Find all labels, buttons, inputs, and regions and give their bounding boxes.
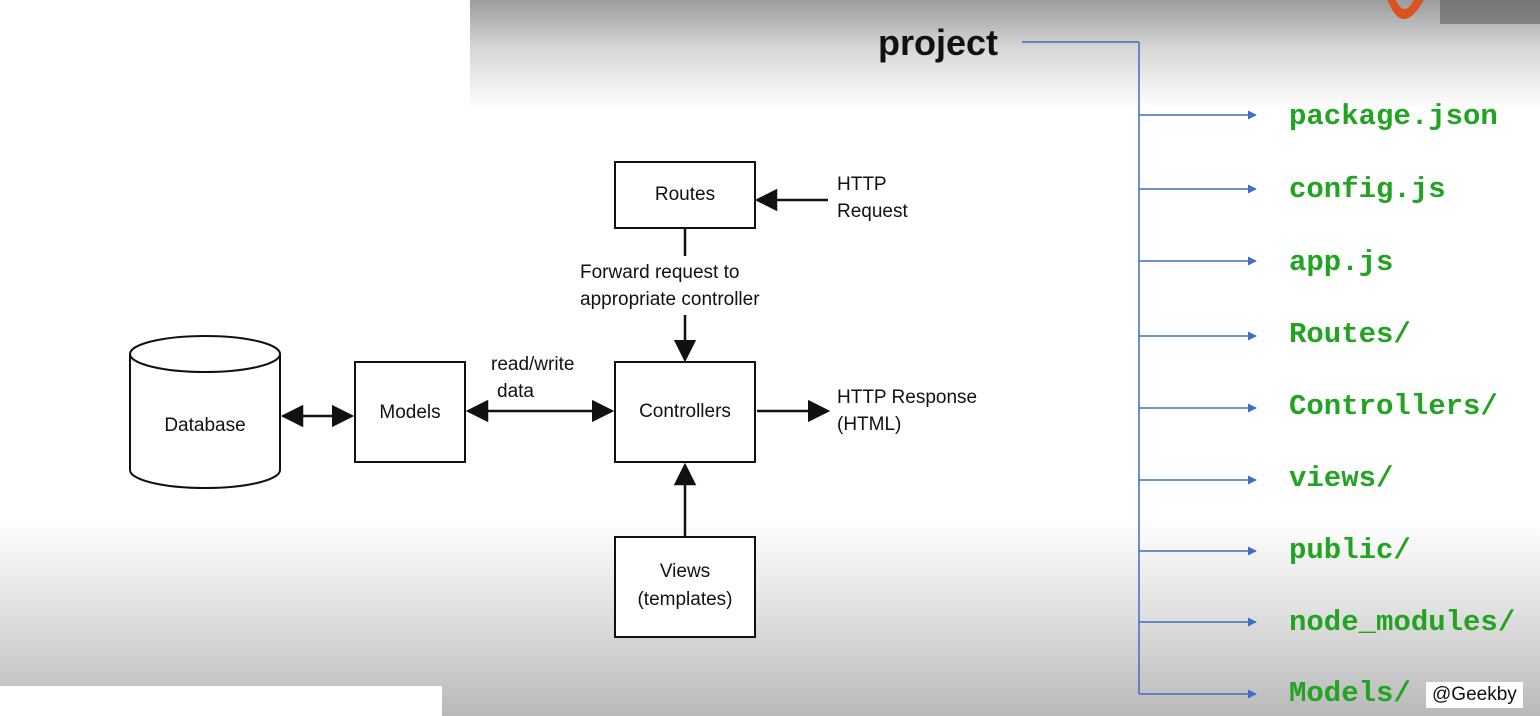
tree-item-public: public/: [1289, 534, 1411, 567]
views-box: [614, 536, 756, 638]
project-root-title: project: [878, 22, 999, 63]
watermark-label: @Geekby: [1426, 682, 1523, 708]
readwrite-label-line1: read/write: [491, 354, 574, 375]
routes-label: Routes: [655, 184, 715, 205]
database-label: Database: [164, 415, 245, 436]
http-request-label-line1: HTTP: [837, 174, 887, 195]
views-label-line2: (templates): [637, 589, 732, 610]
tree-item-views: views/: [1289, 462, 1394, 495]
tree-item-routes: Routes/: [1289, 318, 1411, 351]
bottom-left-blank: [0, 686, 442, 716]
top-gradient-band: [470, 0, 1540, 110]
controllers-label: Controllers: [639, 401, 731, 422]
http-request-label-line2: Request: [837, 201, 908, 222]
forward-label-line2: appropriate controller: [580, 289, 760, 310]
models-label: Models: [379, 402, 440, 423]
readwrite-label-line2: data: [497, 381, 534, 402]
forward-label-line1: Forward request to: [580, 262, 739, 283]
tree-connectors: [1022, 41, 1257, 699]
tree-item-config-js: config.js: [1289, 173, 1446, 206]
views-label-line1: Views: [660, 561, 710, 582]
top-left-blank: [0, 0, 470, 110]
tree-item-package-json: package.json: [1289, 100, 1498, 133]
tree-item-node-modules: node_modules/: [1289, 606, 1516, 639]
routes-box: [614, 161, 756, 229]
bottom-gradient-band: [0, 520, 1540, 716]
controllers-box: [614, 361, 756, 463]
http-response-label-line2: (HTML): [837, 414, 901, 435]
database-cylinder: [129, 335, 281, 489]
tree-item-models: Models/: [1289, 677, 1411, 710]
tree-item-app-js: app.js: [1289, 246, 1394, 279]
models-box: [354, 361, 466, 463]
http-response-label-line1: HTTP Response: [837, 387, 977, 408]
tree-item-controllers: Controllers/: [1289, 390, 1498, 423]
brand-logo-icon: [1380, 0, 1540, 43]
